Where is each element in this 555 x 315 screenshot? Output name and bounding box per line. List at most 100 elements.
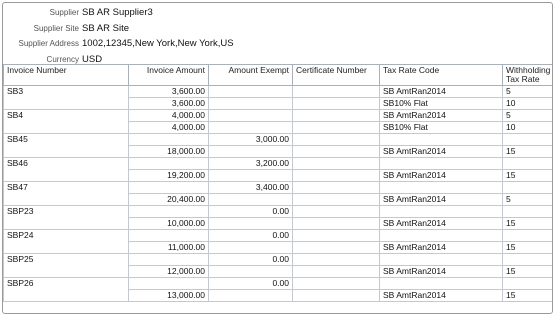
cell-amount-exempt: 0.00 <box>208 229 293 242</box>
cell-invoice-amount: 18,000.00 <box>128 145 209 158</box>
table-row: SB46 3,200.00 <box>3 157 552 170</box>
col-header-tax-rate-code[interactable]: Tax Rate Code <box>379 64 503 86</box>
cell-certificate-number <box>292 217 380 230</box>
cell-amount-exempt <box>208 121 293 134</box>
cell-withholding-tax-rate: 15 <box>502 217 552 230</box>
cell-tax-rate-code: SB AmtRan2014 <box>379 109 503 122</box>
cell-invoice-amount: 3,600.00 <box>128 85 209 98</box>
supplier-address-value: 1002,12345,New York,New York,US <box>82 38 234 49</box>
cell-amount-exempt <box>208 85 293 98</box>
cell-withholding-tax-rate: 15 <box>502 241 552 254</box>
cell-invoice-amount: 4,000.00 <box>128 109 209 122</box>
cell-amount-exempt <box>208 265 293 278</box>
cell-invoice-number: SBP26 <box>3 277 129 290</box>
cell-invoice-amount: 11,000.00 <box>128 241 209 254</box>
cell-amount-exempt: 3,200.00 <box>208 157 293 170</box>
cell-tax-rate-code: SB10% Flat <box>379 121 503 134</box>
cell-invoice-amount: 20,400.00 <box>128 193 209 206</box>
cell-invoice-number: SB45 <box>3 133 129 146</box>
col-header-amount-exempt[interactable]: Amount Exempt <box>208 64 293 86</box>
cell-amount-exempt <box>208 217 293 230</box>
cell-tax-rate-code: SB10% Flat <box>379 97 503 110</box>
col-header-invoice-amount[interactable]: Invoice Amount <box>128 64 209 86</box>
cell-invoice-number <box>3 241 129 254</box>
cell-tax-rate-code: SB AmtRan2014 <box>379 289 503 302</box>
cell-invoice-amount <box>128 253 209 266</box>
cell-invoice-amount: 3,600.00 <box>128 97 209 110</box>
cell-invoice-amount: 19,200.00 <box>128 169 209 182</box>
cell-invoice-amount: 13,000.00 <box>128 289 209 302</box>
cell-invoice-number: SB3 <box>3 85 129 98</box>
cell-withholding-tax-rate: 10 <box>502 97 552 110</box>
cell-tax-rate-code <box>379 157 503 170</box>
cell-amount-exempt: 3,000.00 <box>208 133 293 146</box>
supplier-label: Supplier <box>49 8 79 17</box>
cell-certificate-number <box>292 157 380 170</box>
cell-invoice-number <box>3 169 129 182</box>
cell-tax-rate-code <box>379 181 503 194</box>
cell-amount-exempt <box>208 241 293 254</box>
cell-invoice-number: SBP23 <box>3 205 129 218</box>
cell-invoice-amount <box>128 157 209 170</box>
cell-amount-exempt <box>208 289 293 302</box>
cell-amount-exempt: 0.00 <box>208 205 293 218</box>
cell-certificate-number <box>292 229 380 242</box>
cell-tax-rate-code: SB AmtRan2014 <box>379 145 503 158</box>
col-header-withholding-tax-rate[interactable]: Withholding Tax Rate <box>502 64 552 86</box>
cell-invoice-number <box>3 265 129 278</box>
cell-invoice-amount <box>128 277 209 290</box>
cell-certificate-number <box>292 145 380 158</box>
col-header-invoice-number[interactable]: Invoice Number <box>3 64 129 86</box>
currency-label: Currency <box>46 54 79 64</box>
supplier-row: Supplier SB AR Supplier3 <box>3 5 303 21</box>
cell-tax-rate-code <box>379 229 503 242</box>
currency-row: Currency USD <box>3 52 303 68</box>
table-row: SBP25 0.00 <box>3 253 552 266</box>
cell-withholding-tax-rate <box>502 229 552 242</box>
cell-invoice-amount: 12,000.00 <box>128 265 209 278</box>
cell-certificate-number <box>292 133 380 146</box>
cell-tax-rate-code: SB AmtRan2014 <box>379 85 503 98</box>
cell-withholding-tax-rate: 5 <box>502 193 552 206</box>
cell-withholding-tax-rate: 15 <box>502 289 552 302</box>
col-header-certificate-number[interactable]: Certificate Number <box>292 64 380 86</box>
cell-tax-rate-code: SB AmtRan2014 <box>379 217 503 230</box>
supplier-address-label: Supplier Address <box>18 39 79 48</box>
cell-withholding-tax-rate <box>502 277 552 290</box>
supplier-site-label: Supplier Site <box>33 23 79 33</box>
cell-invoice-number <box>3 193 129 206</box>
cell-certificate-number <box>292 193 380 206</box>
cell-invoice-number <box>3 121 129 134</box>
cell-invoice-amount <box>128 181 209 194</box>
cell-amount-exempt <box>208 193 293 206</box>
cell-tax-rate-code: SB AmtRan2014 <box>379 193 503 206</box>
cell-tax-rate-code: SB AmtRan2014 <box>379 265 503 278</box>
cell-amount-exempt <box>208 145 293 158</box>
cell-withholding-tax-rate: 15 <box>502 145 552 158</box>
cell-tax-rate-code: SB AmtRan2014 <box>379 241 503 254</box>
cell-withholding-tax-rate <box>502 133 552 146</box>
cell-invoice-amount <box>128 229 209 242</box>
cell-certificate-number <box>292 85 380 98</box>
cell-invoice-number <box>3 145 129 158</box>
cell-certificate-number <box>292 97 380 110</box>
cell-invoice-amount: 10,000.00 <box>128 217 209 230</box>
cell-invoice-number: SB46 <box>3 157 129 170</box>
cell-invoice-amount: 4,000.00 <box>128 121 209 134</box>
cell-invoice-number: SBP25 <box>3 253 129 266</box>
cell-amount-exempt: 0.00 <box>208 253 293 266</box>
cell-withholding-tax-rate: 5 <box>502 85 552 98</box>
cell-amount-exempt <box>208 169 293 182</box>
cell-certificate-number <box>292 169 380 182</box>
